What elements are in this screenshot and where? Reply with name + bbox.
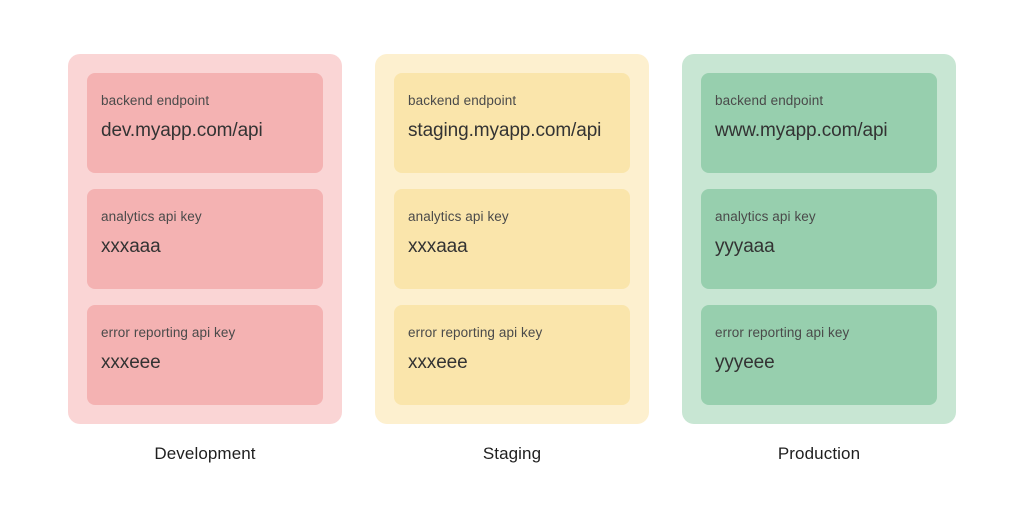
environment-column-development: backend endpoint dev.myapp.com/api analy… xyxy=(68,54,342,464)
config-card-backend-endpoint[interactable]: backend endpoint staging.myapp.com/api xyxy=(394,73,630,173)
config-card-label: backend endpoint xyxy=(101,93,210,108)
environment-name-staging: Staging xyxy=(482,444,542,463)
config-card-analytics-api-key[interactable]: analytics api key yyyaaa xyxy=(701,189,937,289)
config-card-value: xxxeee xyxy=(408,352,468,374)
config-card-label: analytics api key xyxy=(101,209,202,224)
config-card-value: xxxeee xyxy=(101,352,161,374)
config-card-analytics-api-key[interactable]: analytics api key xxxaaa xyxy=(394,189,630,289)
config-card-backend-endpoint[interactable]: backend endpoint www.myapp.com/api xyxy=(701,73,937,173)
environment-name-development: Development xyxy=(154,444,256,463)
config-card-label: error reporting api key xyxy=(715,325,850,340)
environment-panel-staging: backend endpoint staging.myapp.com/api a… xyxy=(375,54,649,424)
config-card-error-reporting-api-key[interactable]: error reporting api key yyyeee xyxy=(701,305,937,405)
environment-columns: backend endpoint dev.myapp.com/api analy… xyxy=(68,54,956,464)
config-card-label: backend endpoint xyxy=(408,93,517,108)
config-card-label: backend endpoint xyxy=(715,93,824,108)
config-card-value: yyyeee xyxy=(715,352,775,374)
config-card-value: xxxaaa xyxy=(408,236,468,258)
config-card-error-reporting-api-key[interactable]: error reporting api key xxxeee xyxy=(394,305,630,405)
environment-name-production: Production xyxy=(777,444,861,463)
config-card-backend-endpoint[interactable]: backend endpoint dev.myapp.com/api xyxy=(87,73,323,173)
config-card-label: analytics api key xyxy=(408,209,509,224)
config-card-value: staging.myapp.com/api xyxy=(408,120,602,142)
config-card-value: xxxaaa xyxy=(101,236,161,258)
config-card-value: yyyaaa xyxy=(715,236,775,258)
config-card-error-reporting-api-key[interactable]: error reporting api key xxxeee xyxy=(87,305,323,405)
config-card-label: analytics api key xyxy=(715,209,816,224)
config-card-value: www.myapp.com/api xyxy=(715,120,888,142)
config-card-label: error reporting api key xyxy=(101,325,236,340)
config-card-analytics-api-key[interactable]: analytics api key xxxaaa xyxy=(87,189,323,289)
environment-column-production: backend endpoint www.myapp.com/api analy… xyxy=(682,54,956,464)
environment-column-staging: backend endpoint staging.myapp.com/api a… xyxy=(375,54,649,464)
environment-panel-development: backend endpoint dev.myapp.com/api analy… xyxy=(68,54,342,424)
config-card-value: dev.myapp.com/api xyxy=(101,120,263,142)
environment-panel-production: backend endpoint www.myapp.com/api analy… xyxy=(682,54,956,424)
config-card-label: error reporting api key xyxy=(408,325,543,340)
